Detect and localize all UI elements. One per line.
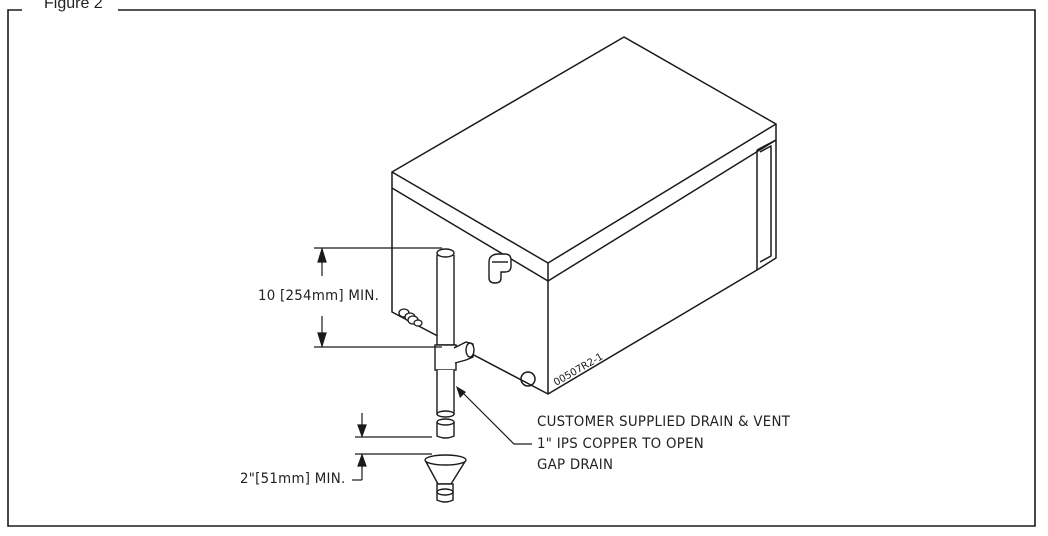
water-inlet-fittings xyxy=(398,308,423,327)
elbow-fitting xyxy=(488,253,512,284)
figure-border xyxy=(7,9,1036,527)
gap-min-label: 2"[51mm] MIN. xyxy=(240,471,346,487)
figure-title: Figure 2 xyxy=(38,0,109,14)
drain-label-line2: 1" IPS COPPER TO OPEN xyxy=(537,436,705,452)
cabinet-top-face xyxy=(391,36,777,264)
height-dimension xyxy=(314,246,442,349)
part-number: 00507R2-1 xyxy=(552,352,605,389)
front-port-circle xyxy=(520,371,536,387)
height-min-label: 10 [254mm] MIN. xyxy=(258,288,380,304)
drain-leader xyxy=(456,386,532,445)
drain-vent-pipe xyxy=(424,248,475,503)
gap-dimension xyxy=(352,413,432,481)
drain-label-line3: GAP DRAIN xyxy=(537,457,614,473)
drain-label-line1: CUSTOMER SUPPLIED DRAIN & VENT xyxy=(537,414,791,430)
